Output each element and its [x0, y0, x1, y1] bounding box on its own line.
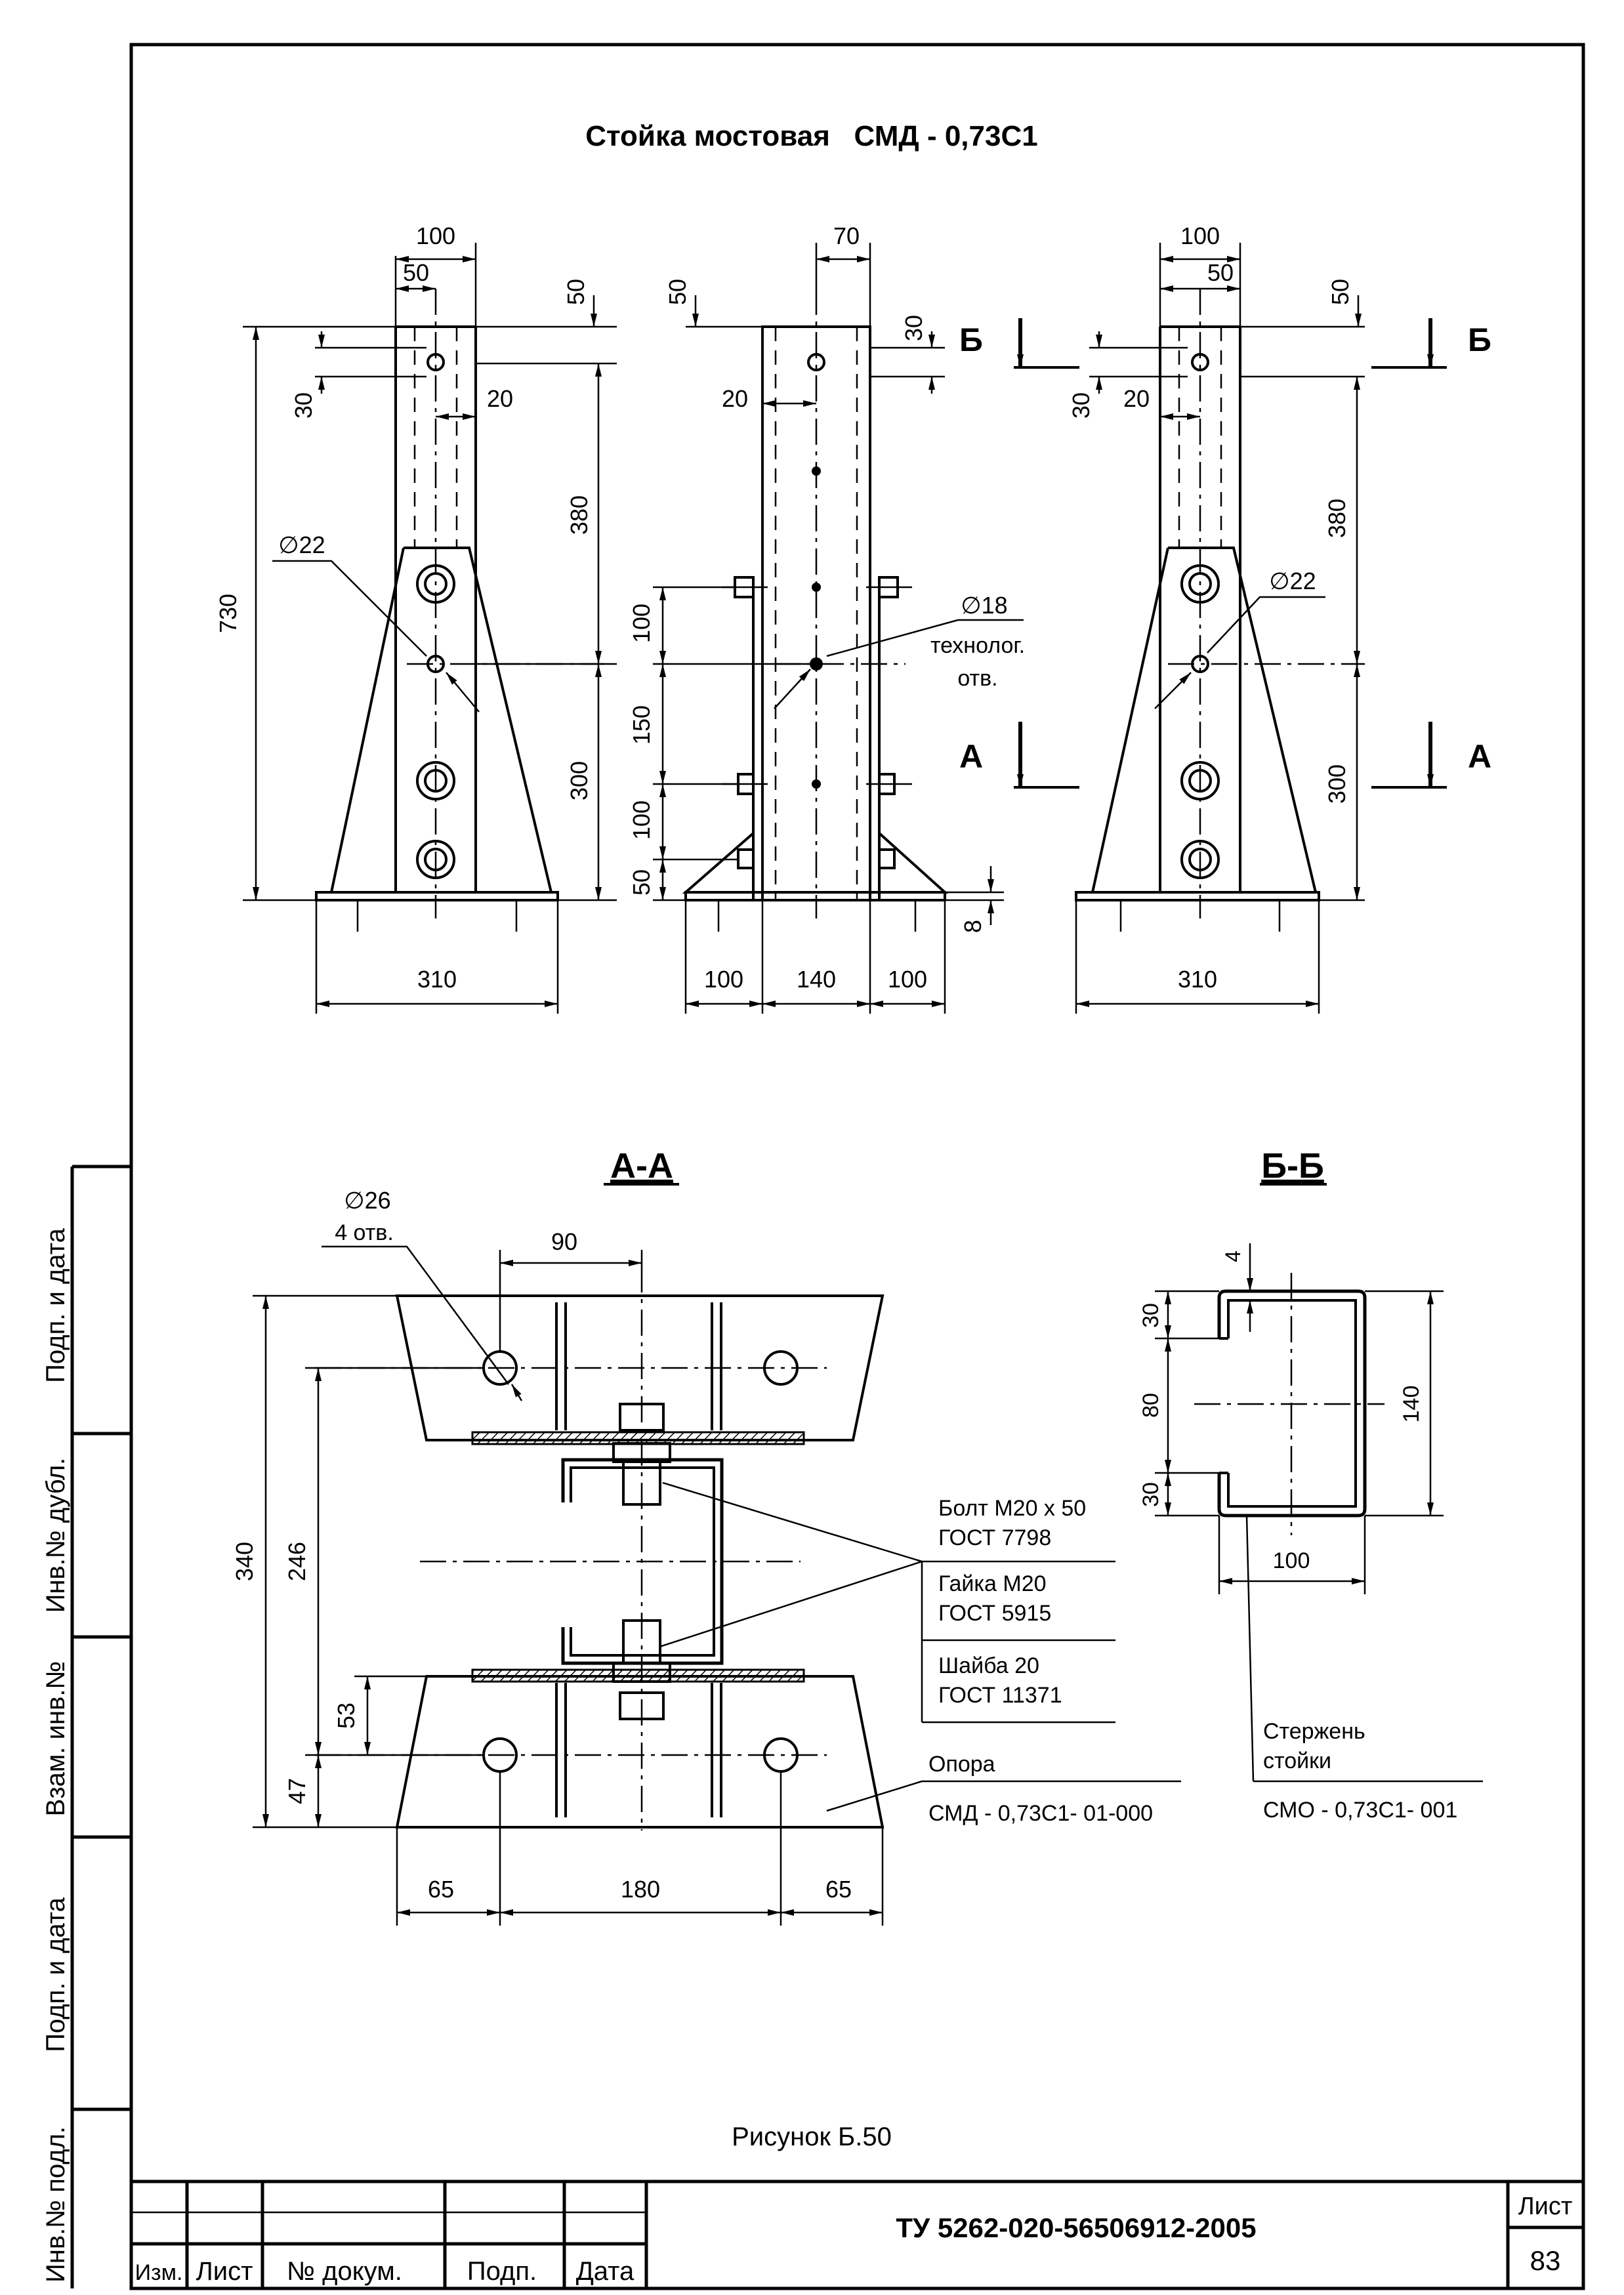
section-bb-title: Б-Б	[1261, 1146, 1324, 1186]
stamp-field-3: Взам. инв.№	[41, 1661, 70, 1817]
middle-view: 70 50 30 20 100 150 100 50 8	[628, 222, 1079, 1014]
dim-top-width: 100	[416, 222, 455, 249]
hole-icon	[416, 840, 455, 879]
tb-col-sheet: Лист	[196, 2257, 253, 2286]
hole-icon	[416, 761, 455, 800]
dim-hole-side: 20	[722, 385, 748, 412]
dim-246: 246	[283, 1542, 310, 1581]
tb-col-change: Изм.	[135, 2260, 183, 2285]
hole-count-label: 4 отв.	[335, 1220, 394, 1245]
dim-top-offset: 50	[664, 279, 691, 305]
dim-top-half: 50	[403, 259, 429, 286]
dim-90: 90	[551, 1228, 577, 1255]
dim-30b: 30	[1138, 1482, 1163, 1507]
hole-dia-label: ∅18	[961, 592, 1007, 619]
dim-top-offset: 50	[1327, 279, 1354, 305]
hole-icon	[427, 353, 445, 371]
hole-dia-label: ∅22	[1269, 568, 1316, 594]
dim-base: 310	[1178, 966, 1217, 993]
dim-150: 150	[628, 705, 655, 745]
rod-label: Стержень	[1263, 1719, 1365, 1744]
callout-nut-std: ГОСТ 5915	[938, 1601, 1051, 1626]
hole-icon	[416, 564, 455, 604]
cut-label-b-right: Б	[1468, 321, 1491, 358]
dim-hole-side: 20	[487, 385, 513, 412]
tech-hole-note: технолог.	[930, 633, 1025, 658]
dim-lower: 300	[1323, 764, 1350, 804]
dim-base-100b: 100	[888, 966, 927, 993]
dim-hole-offset: 30	[290, 392, 317, 419]
bolt-icon	[612, 1403, 671, 1720]
dim-100a: 100	[628, 604, 655, 643]
dim-top-half: 50	[1207, 259, 1234, 286]
support-code: СМД - 0,73С1- 01-000	[928, 1801, 1153, 1826]
dim-top-width: 100	[1180, 222, 1220, 249]
stamp-field-4: Подп. и дата	[41, 1897, 70, 2052]
stamp-field-1: Подп. и дата	[41, 1228, 70, 1382]
dim-100: 100	[1273, 1548, 1310, 1573]
dim-hole-offset: 30	[900, 315, 927, 341]
left-view: 100 50 50 730 30 20 380 300 310	[215, 222, 617, 1014]
dim-hole-side: 20	[1123, 385, 1150, 412]
dim-top-width: 70	[833, 222, 860, 249]
dim-base-140: 140	[797, 966, 836, 993]
title-block: Изм. Лист № докум. Подп. Дата ТУ 5262-02…	[131, 2180, 1583, 2288]
dim-65b: 65	[825, 1876, 852, 1903]
dim-total: 730	[215, 594, 241, 633]
callout-nut: Гайка М20	[938, 1571, 1047, 1596]
tb-col-date: Дата	[576, 2257, 635, 2286]
dim-lower: 300	[566, 761, 593, 800]
dim-4: 4	[1221, 1251, 1245, 1262]
callout-washer-std: ГОСТ 11371	[938, 1683, 1062, 1708]
doc-designation: ТУ 5262-020-56506912-2005	[896, 2212, 1256, 2243]
dim-8: 8	[959, 920, 986, 933]
sheet-label: Лист	[1518, 2193, 1573, 2220]
sheet-number: 83	[1530, 2245, 1561, 2276]
figure-caption: Рисунок Б.50	[732, 2122, 892, 2151]
stamp-field-2: Инв.№ дубл.	[41, 1458, 70, 1613]
dim-upper: 380	[1323, 499, 1350, 538]
cut-label-b-left: Б	[959, 321, 983, 358]
cut-label-a-right: А	[1468, 738, 1491, 775]
dim-80: 80	[1138, 1393, 1163, 1418]
dim-340: 340	[231, 1542, 258, 1581]
callout-bolt-std: ГОСТ 7798	[938, 1525, 1051, 1550]
dim-50: 50	[628, 869, 655, 896]
dim-30a: 30	[1138, 1303, 1163, 1328]
side-stamp: Подп. и дата Инв.№ дубл. Взам. инв.№ Под…	[41, 1165, 131, 2288]
dim-65a: 65	[428, 1876, 454, 1903]
drawing-title: Стойка мостовая СМД - 0,73С1	[585, 120, 1037, 152]
hole-dia-label: ∅26	[344, 1187, 390, 1214]
tech-hole-note-2: отв.	[957, 666, 997, 691]
rod-label-2: стойки	[1263, 1748, 1331, 1773]
dim-140: 140	[1399, 1386, 1424, 1423]
tb-col-doc: № докум.	[287, 2257, 402, 2286]
dim-100b: 100	[628, 800, 655, 840]
cut-label-a-left: А	[959, 738, 983, 775]
support-label: Опора	[928, 1752, 995, 1777]
dim-base-100a: 100	[704, 966, 743, 993]
dim-hole-offset: 30	[1068, 392, 1094, 419]
callout-washer: Шайба 20	[938, 1653, 1039, 1678]
dim-base: 310	[417, 966, 457, 993]
section-a-a: А-А	[231, 1146, 1181, 1926]
tb-col-sign: Подп.	[467, 2257, 537, 2286]
stamp-field-5: Инв.№ подл.	[41, 2126, 70, 2283]
section-aa-title: А-А	[610, 1146, 673, 1186]
hole-dia-label: ∅22	[278, 531, 325, 558]
right-view: 100 50 50 30 20 380 300 310 ∅22 Б	[1068, 222, 1491, 1014]
rod-code: СМО - 0,73С1- 001	[1263, 1798, 1457, 1823]
dim-180: 180	[621, 1876, 660, 1903]
dim-53: 53	[333, 1703, 360, 1729]
section-b-b: Б-Б 4 30 80 30 140 100 Стержень с	[1138, 1146, 1483, 1823]
callout-bolt: Болт М20 х 50	[938, 1496, 1086, 1521]
dim-upper: 380	[566, 495, 593, 535]
dim-top-offset: 50	[562, 279, 589, 305]
dim-47: 47	[283, 1778, 310, 1804]
